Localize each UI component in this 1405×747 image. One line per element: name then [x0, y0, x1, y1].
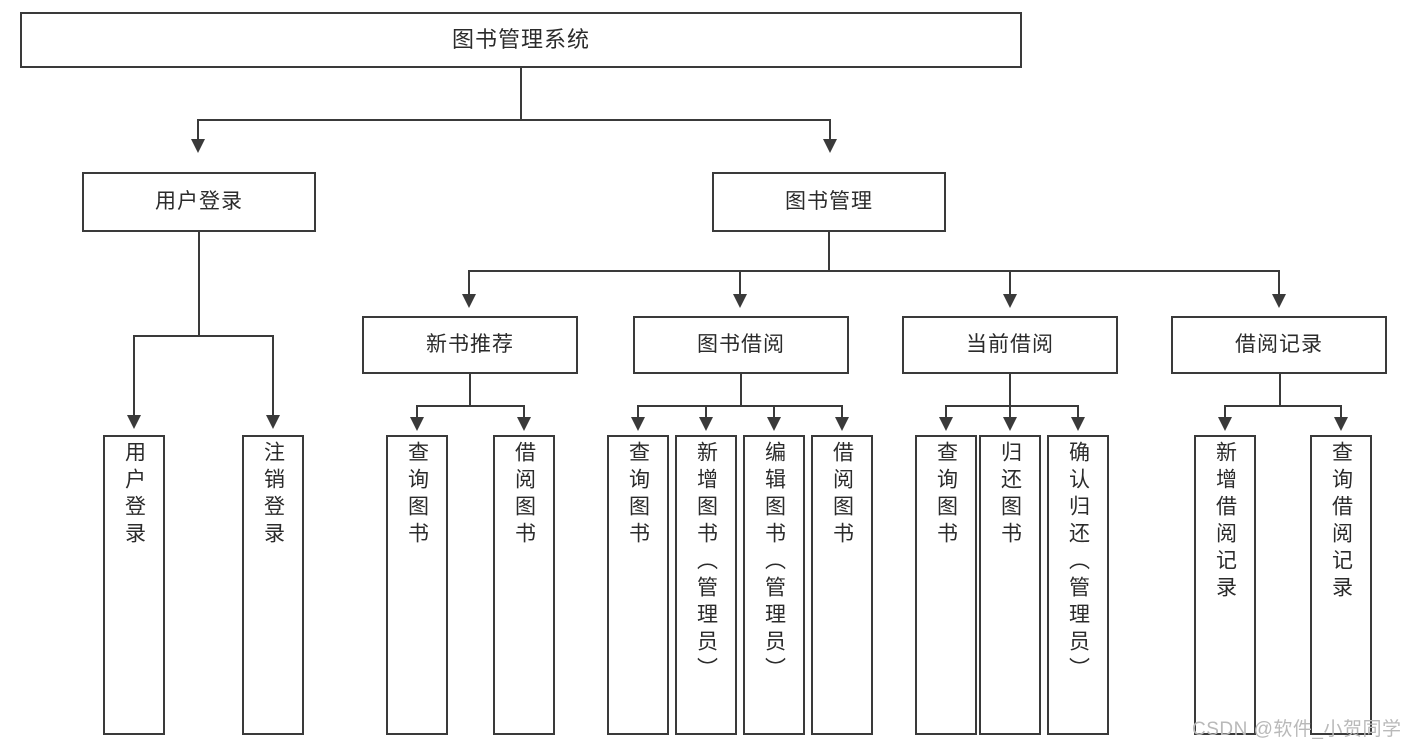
edge-book-borrow-c1 — [637, 405, 639, 419]
edge-user-login-stem — [198, 232, 200, 336]
node-label: 借阅记录 — [1235, 332, 1323, 356]
node-book-borrow[interactable]: 图书借阅 — [633, 316, 849, 374]
edge-book-borrow-c2 — [705, 405, 707, 419]
arrow-book-borrow-c4 — [835, 417, 849, 431]
arrow-borrow-record-c1 — [1218, 417, 1232, 431]
arrow-borrow-record-c2 — [1334, 417, 1348, 431]
arrow-book-borrow-c3 — [767, 417, 781, 431]
leaf-query-book-2[interactable]: 查询图书 — [607, 435, 669, 735]
edge-borrow-record-c1 — [1224, 405, 1226, 419]
node-label: 用户登录 — [155, 189, 243, 213]
node-label: 当前借阅 — [966, 332, 1054, 356]
leaf-borrow-book-1[interactable]: 借阅图书 — [493, 435, 555, 735]
node-new-book-recommend[interactable]: 新书推荐 — [362, 316, 578, 374]
node-label: 查询借阅记录 — [1329, 441, 1353, 603]
leaf-query-book-1[interactable]: 查询图书 — [386, 435, 448, 735]
node-label: 借阅图书 — [512, 441, 536, 549]
edge-current-borrow-c3 — [1077, 405, 1079, 419]
arrow-new-book-rec-c2 — [517, 417, 531, 431]
node-label: 查询图书 — [626, 441, 650, 549]
edge-to-borrow-record — [1278, 270, 1280, 296]
arrow-user-login-child2 — [266, 415, 280, 429]
edge-book-borrow-c4 — [841, 405, 843, 419]
edge-to-user-login — [197, 119, 199, 141]
edge-current-borrow-stem — [1009, 374, 1011, 406]
edge-level2-bus — [197, 119, 831, 121]
node-label: 新增图书（管理员） — [694, 441, 718, 684]
arrow-user-login-child1 — [127, 415, 141, 429]
node-label: 新书推荐 — [426, 332, 514, 356]
edge-book-borrow-stem — [740, 374, 742, 406]
leaf-user-logout[interactable]: 注销登录 — [242, 435, 304, 735]
node-root-system[interactable]: 图书管理系统 — [20, 12, 1022, 68]
edge-to-book-manage — [829, 119, 831, 141]
node-label: 归还图书 — [998, 441, 1022, 549]
node-label: 图书借阅 — [697, 332, 785, 356]
edge-user-login-child1 — [133, 335, 135, 417]
leaf-query-book-3[interactable]: 查询图书 — [915, 435, 977, 735]
leaf-borrow-book-2[interactable]: 借阅图书 — [811, 435, 873, 735]
edge-current-borrow-c1 — [945, 405, 947, 419]
leaf-user-login[interactable]: 用户登录 — [103, 435, 165, 735]
node-label: 注销登录 — [261, 441, 285, 549]
edge-to-current-borrow — [1009, 270, 1011, 296]
node-borrow-record[interactable]: 借阅记录 — [1171, 316, 1387, 374]
arrow-to-book-manage — [823, 139, 837, 153]
arrow-to-book-borrow — [733, 294, 747, 308]
edge-borrow-record-c2 — [1340, 405, 1342, 419]
node-label: 查询图书 — [405, 441, 429, 549]
edge-new-book-rec-c1 — [416, 405, 418, 419]
leaf-query-borrow-record[interactable]: 查询借阅记录 — [1310, 435, 1372, 735]
arrow-book-borrow-c1 — [631, 417, 645, 431]
arrow-book-borrow-c2 — [699, 417, 713, 431]
arrow-to-current-borrow — [1003, 294, 1017, 308]
edge-borrow-record-bus — [1224, 405, 1342, 407]
node-user-login[interactable]: 用户登录 — [82, 172, 316, 232]
node-label: 新增借阅记录 — [1213, 441, 1237, 603]
edge-current-borrow-c2 — [1009, 405, 1011, 419]
node-label: 图书管理系统 — [451, 27, 590, 53]
edge-root-stem — [520, 68, 522, 120]
arrow-new-book-rec-c1 — [410, 417, 424, 431]
node-label: 编辑图书（管理员） — [762, 441, 786, 684]
leaf-return-book[interactable]: 归还图书 — [979, 435, 1041, 735]
edge-book-borrow-c3 — [773, 405, 775, 419]
edge-user-login-bus — [133, 335, 273, 337]
arrow-to-borrow-record — [1272, 294, 1286, 308]
node-current-borrow[interactable]: 当前借阅 — [902, 316, 1118, 374]
edge-new-book-rec-stem — [469, 374, 471, 406]
edge-to-book-borrow — [739, 270, 741, 296]
leaf-confirm-return-admin[interactable]: 确认归还（管理员） — [1047, 435, 1109, 735]
node-label: 确认归还（管理员） — [1066, 441, 1090, 684]
edge-new-book-rec-bus — [416, 405, 524, 407]
leaf-add-borrow-record[interactable]: 新增借阅记录 — [1194, 435, 1256, 735]
arrow-to-new-book-rec — [462, 294, 476, 308]
node-book-manage[interactable]: 图书管理 — [712, 172, 946, 232]
arrow-current-borrow-c3 — [1071, 417, 1085, 431]
node-label: 借阅图书 — [830, 441, 854, 549]
edge-borrow-record-stem — [1279, 374, 1281, 406]
csdn-watermark: CSDN @软件_小贺同学 — [1192, 719, 1402, 740]
edge-new-book-rec-c2 — [523, 405, 525, 419]
edge-book-manage-stem — [828, 232, 830, 272]
edge-to-new-book-rec — [468, 270, 470, 296]
arrow-current-borrow-c1 — [939, 417, 953, 431]
node-label: 用户登录 — [122, 441, 146, 549]
edge-user-login-child2 — [272, 335, 274, 417]
edge-level3-bus — [468, 270, 1279, 272]
edge-current-borrow-bus — [945, 405, 1078, 407]
leaf-add-book-admin[interactable]: 新增图书（管理员） — [675, 435, 737, 735]
edge-book-borrow-bus — [637, 405, 843, 407]
arrow-current-borrow-c2 — [1003, 417, 1017, 431]
node-label: 查询图书 — [934, 441, 958, 549]
leaf-edit-book-admin[interactable]: 编辑图书（管理员） — [743, 435, 805, 735]
node-label: 图书管理 — [785, 189, 873, 213]
arrow-to-user-login — [191, 139, 205, 153]
